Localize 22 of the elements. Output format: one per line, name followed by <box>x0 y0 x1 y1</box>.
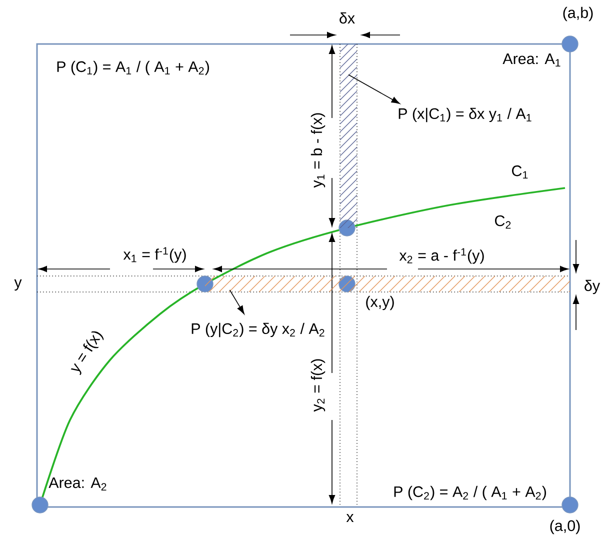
math-label: C$_{1}$ <box>512 165 528 179</box>
math-label: δx <box>340 12 355 24</box>
formula-label: P (x|C$_{1}$) = δx y$_{1}$ / A$_{1}$ <box>398 108 532 122</box>
math-label: y <box>14 279 22 291</box>
math-label: y = f(x) <box>70 331 104 376</box>
math-label: Area: A$_{1}$ <box>502 54 560 66</box>
math-label: C$_{2}$ <box>495 215 511 229</box>
math-label: x <box>346 514 354 522</box>
hatched-strip <box>340 44 357 228</box>
math-label: δy <box>584 280 600 294</box>
leader-arrow <box>229 290 244 314</box>
math-label: Area: A$_{2}$ <box>48 477 106 491</box>
math-label: y$_{2}$ = f(x) <box>310 359 326 412</box>
math-label: x$_{1}$ = f$^{-1}$(y) <box>123 247 186 263</box>
math-label: P (C$_{1}$) = A$_{1}$ / ( A$_{1}$ + A$_{2}$) <box>57 60 209 76</box>
math-label: (a,0) <box>550 520 580 534</box>
hatched-strip <box>205 276 570 292</box>
formula-label: P (y|C$_{2}$) = δy x$_{2}$ / A$_{2}$ <box>192 322 324 338</box>
math-label: P (C$_{2}$) = A$_{2}$ / ( A$_{1}$ + A$_{2}$) <box>394 486 546 500</box>
math-label: y$_{1}$ = b - f(x) <box>310 113 326 188</box>
math-label: (a,b) <box>563 6 593 22</box>
leader-arrow <box>348 74 400 104</box>
